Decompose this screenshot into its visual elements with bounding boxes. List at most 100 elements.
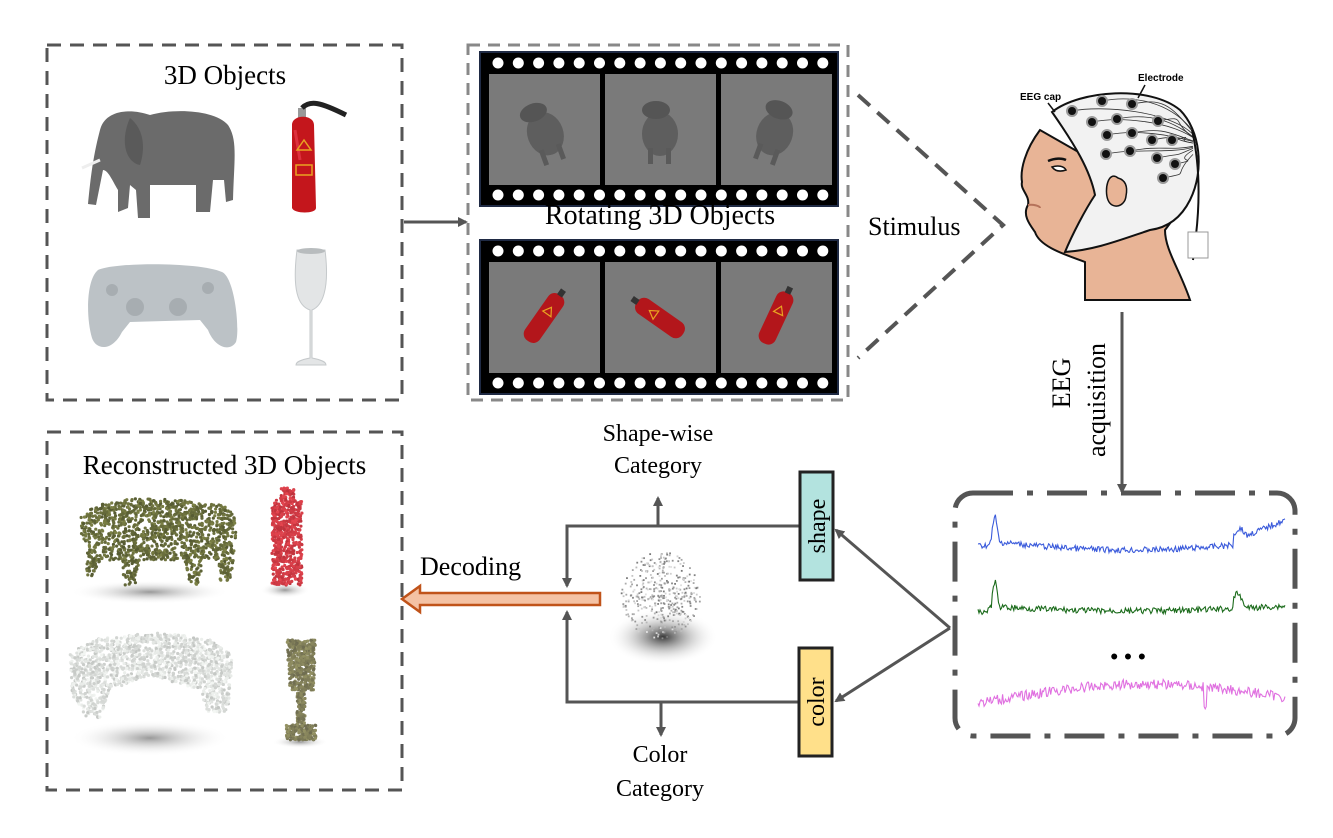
film-hole <box>736 245 748 257</box>
electrode-wire <box>1106 132 1194 142</box>
film-hole <box>573 57 585 69</box>
film-hole <box>736 57 748 69</box>
film-hole <box>594 377 605 389</box>
film-hole <box>715 57 727 69</box>
film-hole <box>553 245 565 257</box>
film-hole <box>817 377 829 389</box>
electrode-wire <box>1157 118 1194 138</box>
film-hole <box>654 57 666 69</box>
film-hole <box>675 189 687 201</box>
film-hole <box>817 245 829 257</box>
arrow-to-color <box>834 626 951 703</box>
film-hole <box>634 245 646 257</box>
film-hole <box>756 245 768 257</box>
film-hole <box>797 245 808 257</box>
electrode-wire <box>1162 154 1194 179</box>
film-hole <box>492 57 504 69</box>
film-hole <box>776 189 788 201</box>
film-hole <box>512 377 524 389</box>
stimulus-label: Stimulus <box>868 212 961 241</box>
latent-point-cloud <box>608 552 718 665</box>
frame-extinguisher <box>523 288 566 343</box>
shape-path <box>562 524 800 588</box>
film-hole <box>614 377 626 389</box>
eeg-trace-channel-2 <box>977 579 1286 616</box>
input-elephant <box>81 111 235 218</box>
film-strip-2 <box>479 239 839 395</box>
electrode-wire <box>1156 148 1194 159</box>
film-hole <box>553 377 565 389</box>
output-panel-title: Reconstructed 3D Objects <box>82 450 367 480</box>
input-game-controller <box>88 264 238 348</box>
acquisition-label-eeg: EEG <box>1047 358 1076 409</box>
eeg-cap-pointer <box>1047 102 1056 113</box>
film-hole <box>594 57 605 69</box>
film-hole <box>492 189 504 201</box>
film-hole <box>492 377 504 389</box>
decoding-label: Decoding <box>420 552 522 581</box>
film-hole <box>614 189 626 201</box>
eeg-trace-channel-1 <box>977 514 1286 555</box>
film-hole <box>695 245 707 257</box>
electrode-label: Electrode <box>1138 73 1184 84</box>
stimulus-panel-frame <box>466 43 850 402</box>
electrode-wire <box>1091 119 1194 138</box>
stimulus-panel-title: Rotating 3D Objects <box>544 200 776 231</box>
film-hole <box>756 377 768 389</box>
film-hole <box>634 189 646 201</box>
input-panel-title: 3D Objects <box>163 60 287 90</box>
frame-extinguisher <box>758 285 794 345</box>
film-hole <box>573 189 585 201</box>
film-hole <box>715 377 727 389</box>
electrode-wire <box>1071 108 1194 135</box>
eeg-signal-frame <box>952 490 1298 739</box>
film-hole <box>797 189 808 201</box>
film-hole <box>512 245 524 257</box>
output-wine-glass <box>272 638 328 748</box>
film-hole <box>654 189 666 201</box>
shape-category-label: Shape-wise Category <box>568 418 748 482</box>
input-wine-glass <box>294 248 328 366</box>
shape-feature-box <box>798 470 835 582</box>
film-hole <box>776 245 788 257</box>
eeg-ellipsis: • • • <box>1110 644 1145 669</box>
film-hole <box>675 57 687 69</box>
film-hole <box>817 189 829 201</box>
frame-extinguisher <box>630 296 685 339</box>
ear <box>1105 175 1128 207</box>
color-category-line2: Category <box>616 776 704 802</box>
output-elephant <box>70 497 238 604</box>
film-hole <box>695 57 707 69</box>
film-hole <box>756 57 768 69</box>
film-hole <box>492 245 504 257</box>
film-hole <box>776 57 788 69</box>
electrode-pointer <box>1137 84 1146 99</box>
stimulus-chevron <box>856 93 1006 360</box>
film-hole <box>573 245 585 257</box>
eeg-cap <box>1050 92 1200 254</box>
film-hole <box>654 377 666 389</box>
electrode-wire <box>1131 101 1194 133</box>
film-hole <box>553 189 565 201</box>
color-path <box>562 610 800 704</box>
film-hole <box>797 377 808 389</box>
input-fire-extinguisher <box>292 100 348 213</box>
color-category-line1: Color <box>632 742 688 768</box>
shape-category-line2: Category <box>614 453 702 479</box>
film-hole <box>715 245 727 257</box>
eeg-head-illustration <box>1020 92 1209 301</box>
color-feature-box <box>797 646 834 758</box>
output-panel-frame <box>45 430 404 792</box>
eeg-trace-channel-n <box>977 677 1286 711</box>
film-hole <box>533 245 545 257</box>
electrode-wire <box>1171 137 1194 144</box>
film-hole <box>634 377 646 389</box>
film-hole <box>533 377 545 389</box>
film-hole <box>675 245 687 257</box>
film-hole <box>675 377 687 389</box>
film-strip-1 <box>479 51 839 207</box>
electrode-wire <box>1131 130 1194 142</box>
film-hole <box>614 57 626 69</box>
output-game-controller <box>68 631 234 756</box>
